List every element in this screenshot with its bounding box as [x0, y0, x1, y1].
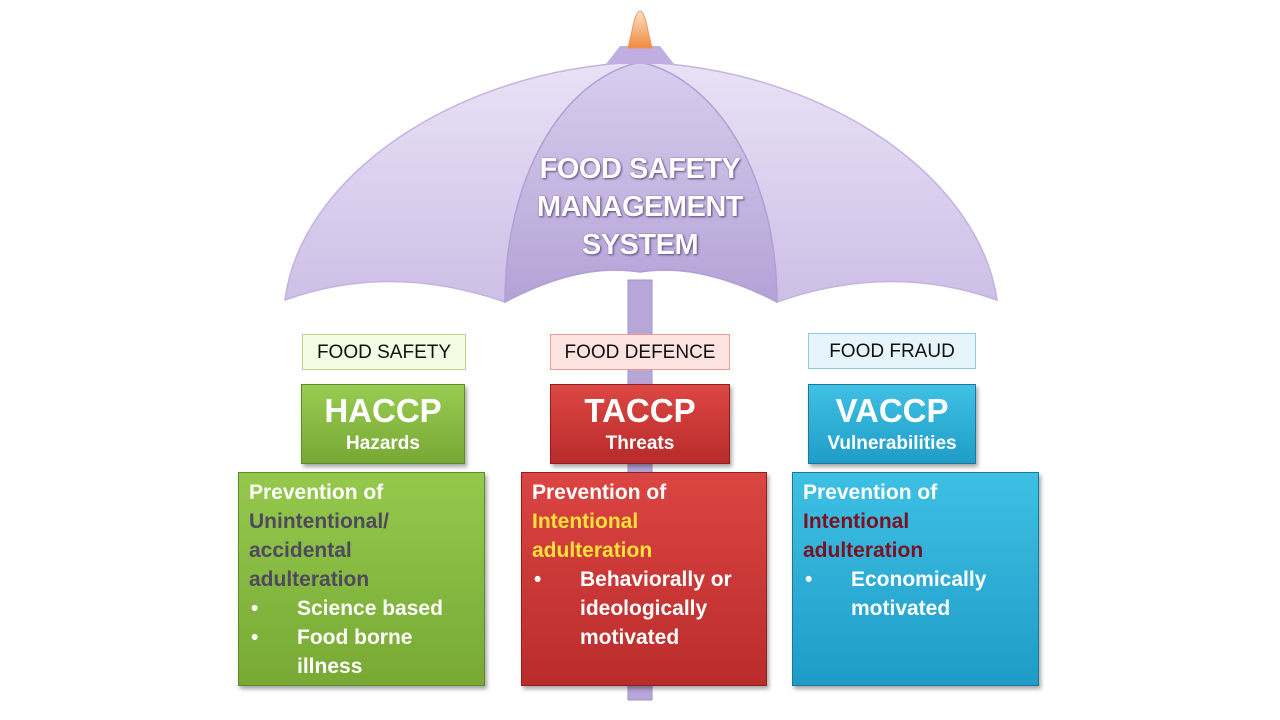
bullet-item: • Food borne illness [249, 623, 474, 681]
desc-line-highlight: Intentional [803, 510, 910, 533]
taccp-box: TACCP Threats [550, 384, 730, 464]
umbrella-title: FOOD SAFETY MANAGEMENT SYSTEM [500, 150, 780, 264]
bullet-text: motivated [851, 597, 951, 620]
bullet-text: illness [297, 655, 363, 678]
desc-line-highlight: Intentional [532, 510, 639, 533]
taccp-acronym: TACCP [584, 392, 696, 429]
food-fraud-label: FOOD FRAUD [808, 333, 976, 369]
food-safety-label: FOOD SAFETY [302, 334, 466, 370]
bullet-dot-icon: • [251, 597, 259, 620]
umbrella-tip [627, 10, 653, 49]
bullet-text: ideologically [580, 597, 708, 620]
bullet-item: • Economically motivated [803, 565, 1028, 623]
desc-line-highlight: accidental [249, 539, 352, 562]
umbrella-title-line: SYSTEM [581, 229, 699, 261]
vaccp-description: Prevention of Intentional adulteration •… [792, 472, 1039, 686]
bullet-dot-icon: • [251, 626, 259, 649]
desc-line-highlight: adulteration [249, 568, 370, 591]
bullet-item: • Behaviorally or ideologically motivate… [532, 565, 756, 652]
vaccp-subtitle: Vulnerabilities [827, 433, 957, 454]
umbrella-center-panel [504, 61, 778, 304]
desc-line-highlight: adulteration [532, 539, 653, 562]
bullet-dot-icon: • [805, 568, 813, 591]
bullet-text: Science based [297, 597, 443, 620]
haccp-description: Prevention of Unintentional/ accidental … [238, 472, 485, 686]
umbrella-title-line: FOOD SAFETY [539, 153, 741, 185]
desc-line: Prevention of [249, 481, 384, 504]
bullet-text: Economically [851, 568, 987, 591]
vaccp-acronym: VACCP [835, 392, 949, 429]
desc-line: Prevention of [532, 481, 667, 504]
vaccp-bullet-list: • Economically motivated [803, 565, 1028, 623]
bullet-text: Behaviorally or [580, 568, 732, 591]
bullet-dot-icon: • [534, 568, 542, 591]
desc-line: Prevention of [803, 481, 938, 504]
haccp-box: HACCP Hazards [301, 384, 465, 464]
desc-line-highlight: Unintentional/ [249, 510, 389, 533]
haccp-acronym: HACCP [324, 392, 442, 429]
haccp-bullet-list: • Science based • Food borne illness [249, 594, 474, 681]
desc-line-highlight: adulteration [803, 539, 924, 562]
bullet-text: motivated [580, 626, 680, 649]
taccp-subtitle: Threats [605, 433, 675, 454]
haccp-subtitle: Hazards [346, 433, 420, 454]
taccp-bullet-list: • Behaviorally or ideologically motivate… [532, 565, 756, 652]
vaccp-box: VACCP Vulnerabilities [808, 384, 976, 464]
bullet-item: • Science based [249, 594, 474, 623]
umbrella-title-line: MANAGEMENT [536, 191, 744, 223]
food-defence-label: FOOD DEFENCE [550, 334, 730, 370]
umbrella-top-cap [606, 46, 674, 64]
bullet-text: Food borne [297, 626, 413, 649]
taccp-description: Prevention of Intentional adulteration •… [521, 472, 767, 686]
